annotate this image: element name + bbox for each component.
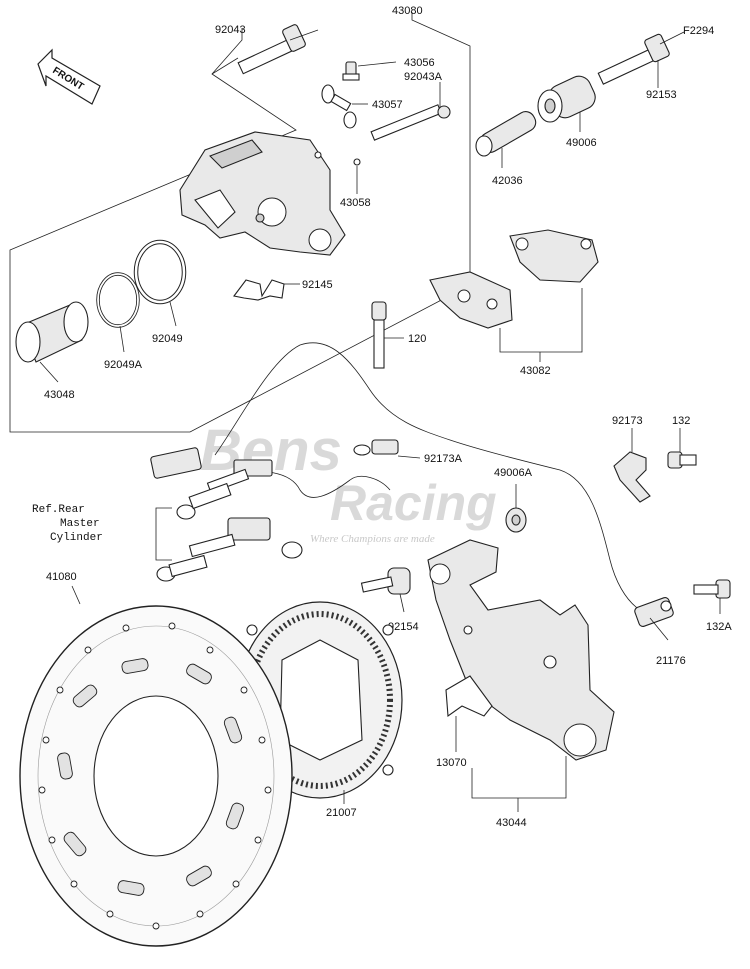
watermark-tagline: Where Champions are made xyxy=(310,533,435,545)
label-43058: 43058 xyxy=(340,197,371,209)
caliper-assembly-frame xyxy=(9,12,471,433)
seal-92049 xyxy=(133,239,187,327)
sleeve-42036 xyxy=(475,111,537,168)
label-92145: 92145 xyxy=(302,279,333,291)
watermark-line2: Racing xyxy=(330,475,497,531)
caliper-body xyxy=(179,131,346,256)
label-92173A: 92173A xyxy=(424,453,463,465)
label-43056: 43056 xyxy=(404,57,435,69)
grommet-49006A xyxy=(505,484,527,533)
label-92043: 92043 xyxy=(215,24,246,36)
label-42036: 42036 xyxy=(492,175,523,187)
caliper-pin-92043A xyxy=(370,82,451,141)
cap-43057 xyxy=(321,84,368,129)
abs-sensor-21176 xyxy=(634,597,674,641)
label-13070: 13070 xyxy=(436,757,467,769)
label-49006A: 49006A xyxy=(494,467,533,479)
label-43082: 43082 xyxy=(520,365,551,377)
label-43044: 43044 xyxy=(496,817,527,829)
caliper-bracket-43044 xyxy=(427,539,615,812)
hose-fitting-upper xyxy=(150,447,273,520)
label-92153: 92153 xyxy=(646,89,677,101)
label-43048: 43048 xyxy=(44,389,75,401)
label-92043A: 92043A xyxy=(404,71,443,83)
spring-92145 xyxy=(233,279,300,301)
watermark: Bens Racing Where Champions are made xyxy=(200,418,497,545)
label-21007: 21007 xyxy=(326,807,357,819)
bushing-49006 xyxy=(537,75,596,132)
o-ring-43058 xyxy=(353,158,361,194)
bleeder-valve-43056 xyxy=(342,61,397,81)
label-120: 120 xyxy=(408,333,426,345)
label-92049: 92049 xyxy=(152,333,183,345)
label-41080: 41080 xyxy=(46,571,77,583)
bolt-92154 xyxy=(360,567,411,613)
hose-fitting-lower xyxy=(156,517,303,582)
ref-note-line2: Master xyxy=(60,518,100,530)
clamp-92173A xyxy=(353,439,421,459)
label-132A: 132A xyxy=(706,621,732,633)
clamp-92173 xyxy=(613,428,651,503)
bolt-132A xyxy=(693,579,731,614)
bolt-132 xyxy=(667,428,697,469)
label-92173: 92173 xyxy=(612,415,643,427)
ref-code: F2294 xyxy=(683,25,714,37)
label-132: 132 xyxy=(672,415,690,427)
front-arrow-icon: FRONT xyxy=(37,48,101,105)
label-43080: 43080 xyxy=(392,5,423,17)
label-92049A: 92049A xyxy=(104,359,143,371)
ref-master-cylinder-note: Ref.Rear Master Cylinder xyxy=(32,504,172,561)
seal-92049A xyxy=(96,272,140,353)
piston-43048 xyxy=(15,301,89,383)
label-43057: 43057 xyxy=(372,99,403,111)
bolt-120 xyxy=(371,301,404,369)
label-49006: 49006 xyxy=(566,137,597,149)
label-92154: 92154 xyxy=(388,621,419,633)
pad-spring-13070 xyxy=(445,675,493,752)
label-21176: 21176 xyxy=(656,655,686,667)
caliper-bolt-92043 xyxy=(237,24,319,75)
ref-note-line3: Cylinder xyxy=(50,532,103,544)
bolt-92153 xyxy=(597,31,685,88)
brake-disc-41080 xyxy=(19,585,293,947)
brake-pads-43082 xyxy=(429,229,599,362)
ref-note-line1: Ref.Rear xyxy=(32,504,85,516)
